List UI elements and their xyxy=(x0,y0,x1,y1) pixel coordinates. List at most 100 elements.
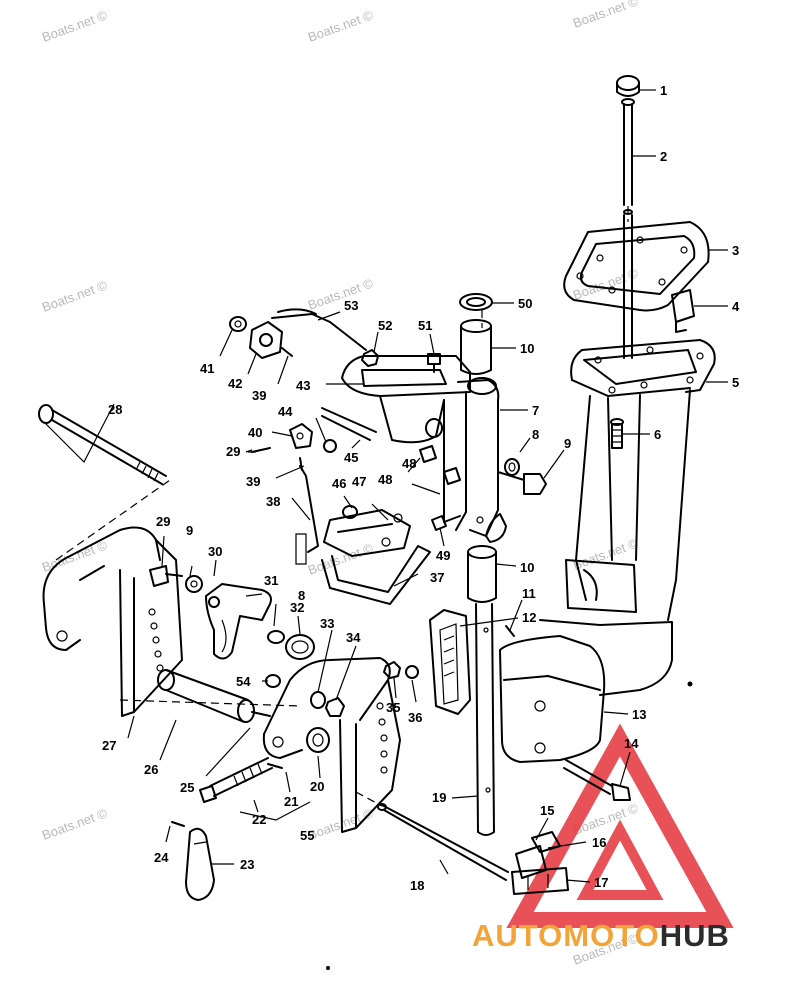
part-31-hook xyxy=(205,583,272,660)
part-51-screw xyxy=(427,353,441,373)
callout-1: 1 xyxy=(660,83,667,98)
callout-36: 36 xyxy=(408,710,422,725)
callout-6: 6 xyxy=(654,427,661,442)
part-5-driveshaft-housing xyxy=(539,339,716,696)
callout-52: 52 xyxy=(378,318,392,333)
svg-text:AUTOMOTOHUB: AUTOMOTOHUB xyxy=(472,918,730,953)
callout-53: 53 xyxy=(344,298,358,313)
callout-12: 12 xyxy=(522,610,536,625)
callout-47: 47 xyxy=(352,474,366,489)
callout-19: 19 xyxy=(432,790,446,805)
callout-29-upper: 29 xyxy=(226,444,240,459)
callout-leaders xyxy=(43,89,728,883)
callout-31: 31 xyxy=(264,573,278,588)
callout-28: 28 xyxy=(108,402,122,417)
part-40-lock-plate xyxy=(289,423,313,449)
part-38-link-rod xyxy=(295,465,319,565)
part-49-bolt xyxy=(431,515,461,531)
watermark: Boats.net © xyxy=(571,265,641,303)
callout-9-upper: 9 xyxy=(564,436,571,451)
part-18-rod xyxy=(377,803,509,881)
part-2-pin xyxy=(623,103,633,359)
part-41-washer xyxy=(229,316,247,332)
callout-22: 22 xyxy=(252,812,266,827)
callout-10-upper: 10 xyxy=(520,341,534,356)
watermark: Boats.net © xyxy=(571,535,641,573)
callout-44: 44 xyxy=(278,404,293,419)
callout-17: 17 xyxy=(594,875,608,890)
callout-11: 11 xyxy=(522,586,536,601)
part-42-clip xyxy=(249,321,283,359)
callout-labels: 1 2 3 4 5 6 7 8 8 9 9 10 10 11 12 13 14 … xyxy=(102,83,740,893)
part-35-nut xyxy=(383,661,401,679)
part-6-bolt xyxy=(610,418,624,449)
part-54-washer xyxy=(265,674,281,688)
callout-49: 49 xyxy=(436,548,450,563)
part-37-lock-handle xyxy=(321,545,431,605)
callout-14: 14 xyxy=(624,736,639,751)
brand-wordmark: AUTOMOTOHUB xyxy=(472,918,730,953)
part-10-bushing-upper xyxy=(460,319,492,375)
callout-43: 43 xyxy=(296,378,310,393)
callout-24: 24 xyxy=(154,850,169,865)
part-52-nut xyxy=(361,349,379,367)
callout-39-upper: 39 xyxy=(252,388,266,403)
part-34-nut xyxy=(325,697,345,717)
part-50-ring xyxy=(459,293,493,311)
part-23-knob xyxy=(185,827,215,901)
callout-16: 16 xyxy=(592,835,606,850)
brand-triangle-logo xyxy=(506,723,734,928)
part-17-plate xyxy=(511,867,569,895)
part-26-tilt-tube xyxy=(157,669,271,723)
callout-9-left: 9 xyxy=(186,523,193,538)
callout-48-right: 48 xyxy=(402,456,416,471)
part-3-gasket xyxy=(563,221,710,312)
part-7-swivel-bracket xyxy=(341,355,507,543)
part-53-rod xyxy=(271,308,367,351)
callout-25: 25 xyxy=(180,780,194,795)
part-33-bolt xyxy=(310,691,326,709)
callout-27: 27 xyxy=(102,738,116,753)
part-1-cap xyxy=(616,75,640,106)
callout-4: 4 xyxy=(732,299,740,314)
watermark: Boats.net © xyxy=(40,805,110,843)
part-30-washer xyxy=(185,575,203,593)
callout-34: 34 xyxy=(346,630,361,645)
callout-13: 13 xyxy=(632,707,646,722)
watermark: Boats.net © xyxy=(306,7,376,45)
part-9-bolt-upper xyxy=(497,471,547,495)
watermark: Boats.net © xyxy=(40,7,110,45)
part-8-washer-lower xyxy=(267,630,285,644)
callout-48-left: 48 xyxy=(378,472,392,487)
part-21-pin xyxy=(267,763,283,769)
callout-18: 18 xyxy=(410,878,424,893)
callout-35: 35 xyxy=(386,700,400,715)
callout-45: 45 xyxy=(344,450,358,465)
watermark: Boats.net © xyxy=(306,275,376,313)
callout-51: 51 xyxy=(418,318,432,333)
part-11-pin xyxy=(505,625,515,637)
callout-15: 15 xyxy=(540,803,554,818)
part-8-washer-upper xyxy=(504,458,520,476)
callout-26: 26 xyxy=(144,762,158,777)
part-24-pin xyxy=(171,821,185,827)
callout-8-lower: 8 xyxy=(298,588,305,603)
callout-39-lower: 39 xyxy=(246,474,260,489)
callout-54: 54 xyxy=(236,674,251,689)
callout-8-upper: 8 xyxy=(532,427,539,442)
part-27-clamp-bracket-left xyxy=(42,526,183,717)
callout-55: 55 xyxy=(300,828,314,843)
callout-30: 30 xyxy=(208,544,222,559)
callout-3: 3 xyxy=(732,243,739,258)
callout-41: 41 xyxy=(200,361,214,376)
part-28-through-bolt xyxy=(38,404,167,485)
part-12-liner xyxy=(429,609,471,715)
part-29-pin-small xyxy=(251,447,271,453)
part-10-bushing-lower xyxy=(467,545,497,603)
callout-33: 33 xyxy=(320,616,334,631)
part-47-lock-lever xyxy=(323,509,411,557)
part-9-bolt-left xyxy=(149,565,183,587)
watermark: Boats.net © xyxy=(40,277,110,315)
brand-part-a: AUTOMOTO xyxy=(472,918,660,953)
